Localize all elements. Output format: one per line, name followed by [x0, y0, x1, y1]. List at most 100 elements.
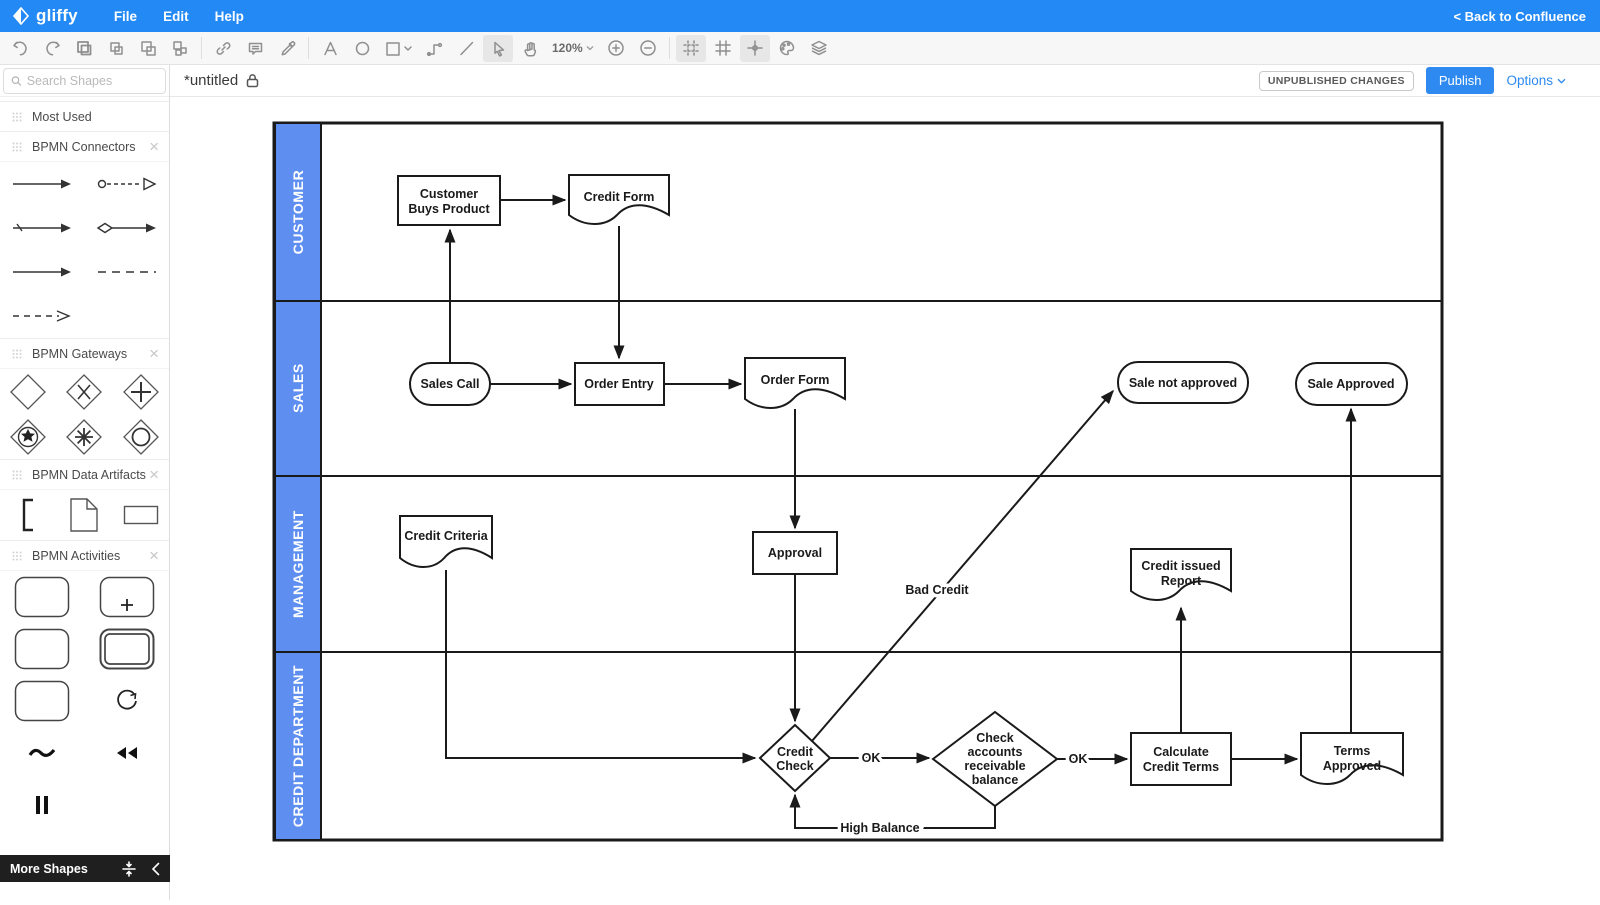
section-bpmn-connectors[interactable]: BPMN Connectors ×	[0, 131, 169, 161]
shape-gateway[interactable]	[8, 372, 48, 412]
link-button[interactable]	[208, 35, 238, 62]
section-most-used[interactable]: Most Used	[0, 101, 169, 131]
shape-parallel-gateway[interactable]	[121, 372, 161, 412]
shape-transaction[interactable]	[99, 628, 155, 670]
ellipse-tool-button[interactable]	[347, 35, 377, 62]
send-to-back-button[interactable]	[165, 35, 195, 62]
grid-button[interactable]	[708, 35, 738, 62]
diagram-canvas[interactable]: CUSTOMER SALES MANAGEMENT CREDIT DEPARTM…	[170, 97, 1600, 900]
snap-to-grid-button[interactable]	[675, 34, 706, 62]
redo-button[interactable]	[37, 35, 67, 62]
shape-task-plain[interactable]	[14, 628, 70, 670]
layers-button[interactable]	[804, 35, 834, 62]
theme-button[interactable]	[772, 35, 802, 62]
pan-tool-button[interactable]	[515, 35, 545, 62]
lane-header-credit-department[interactable]	[274, 651, 322, 841]
shape-default-flow[interactable]	[11, 221, 73, 235]
node-approval[interactable]: Approval	[752, 531, 838, 575]
zoom-level-dropdown[interactable]: 120%	[546, 41, 600, 55]
publish-button[interactable]: Publish	[1425, 67, 1495, 94]
shape-annotation-rect[interactable]	[123, 505, 159, 525]
shape-compensation-marker[interactable]	[115, 746, 139, 760]
shape-complex-gateway-filled[interactable]	[8, 417, 48, 457]
shape-sequence-flow[interactable]	[11, 177, 73, 191]
collapse-panel-icon[interactable]	[151, 862, 160, 876]
search-input[interactable]	[26, 73, 158, 88]
undo-button[interactable]	[5, 35, 35, 62]
edge-label-ok[interactable]: OK	[858, 748, 884, 769]
shape-conditional-flow[interactable]	[96, 220, 158, 236]
close-icon[interactable]: ×	[149, 137, 159, 156]
node-check-accounts[interactable]: Check accounts receivable balance	[931, 710, 1059, 808]
lane-header-sales[interactable]	[274, 300, 322, 477]
node-credit-criteria[interactable]: Credit Criteria	[399, 515, 493, 568]
group-button[interactable]	[69, 35, 99, 62]
close-icon[interactable]: ×	[149, 465, 159, 484]
node-order-entry[interactable]: Order Entry	[574, 362, 665, 406]
edge-credit-criteria-to-credit-check[interactable]	[445, 570, 757, 764]
eyedropper-button[interactable]	[272, 35, 302, 62]
bpmn-diagram: CUSTOMER SALES MANAGEMENT CREDIT DEPARTM…	[272, 121, 1444, 842]
close-icon[interactable]: ×	[149, 344, 159, 363]
ungroup-button[interactable]	[101, 35, 131, 62]
menu-edit[interactable]: Edit	[163, 8, 189, 24]
shape-message-flow[interactable]	[96, 176, 158, 192]
node-calculate-credit-terms[interactable]: Calculate Credit Terms	[1130, 732, 1232, 786]
edge-label-high-balance[interactable]: High Balance	[837, 818, 923, 839]
shape-adhoc-marker[interactable]	[28, 747, 56, 759]
collapse-sections-icon[interactable]	[121, 860, 137, 877]
lane-header-management[interactable]	[274, 475, 322, 653]
document-title[interactable]: *untitled	[184, 72, 239, 89]
menu-file[interactable]: File	[113, 8, 138, 24]
edge-check-accounts-to-credit-check-high-balance[interactable]	[789, 793, 996, 829]
node-terms-approved[interactable]: Terms Approved	[1300, 732, 1404, 785]
more-shapes-bar[interactable]: More Shapes	[0, 855, 170, 882]
node-sales-call[interactable]: Sales Call	[409, 362, 491, 406]
shape-group-bracket[interactable]	[21, 498, 35, 532]
node-customer-buys-product[interactable]: Customer Buys Product	[397, 175, 501, 226]
zoom-in-button[interactable]	[601, 35, 631, 62]
shape-complex-gateway[interactable]	[64, 417, 104, 457]
shape-task[interactable]	[14, 576, 70, 618]
zoom-out-button[interactable]	[633, 35, 663, 62]
node-credit-check[interactable]: Credit Check	[758, 723, 832, 793]
edge-label-ok[interactable]: OK	[1065, 749, 1091, 770]
back-to-confluence-link[interactable]: < Back to Confluence	[1453, 8, 1586, 24]
options-dropdown[interactable]: Options	[1506, 73, 1566, 88]
guides-button[interactable]	[739, 34, 770, 62]
menu-help[interactable]: Help	[214, 8, 244, 24]
shape-directed-line[interactable]	[11, 265, 73, 279]
shape-association[interactable]	[96, 269, 158, 275]
comment-button[interactable]	[240, 35, 270, 62]
node-sale-approved[interactable]: Sale Approved	[1295, 362, 1408, 406]
edge-label-bad-credit[interactable]: Bad Credit	[902, 580, 973, 601]
node-order-form[interactable]: Order Form	[744, 357, 846, 409]
line-tool-button[interactable]	[451, 35, 481, 62]
section-bpmn-data-artifacts[interactable]: BPMN Data Artifacts ×	[0, 459, 169, 489]
bring-to-front-button[interactable]	[133, 35, 163, 62]
shape-directed-association[interactable]	[11, 308, 73, 324]
text-tool-button[interactable]	[315, 35, 345, 62]
shape-loop-marker[interactable]	[114, 688, 140, 714]
svg-text:Credit Terms: Credit Terms	[1143, 760, 1219, 774]
shape-exclusive-gateway[interactable]	[64, 372, 104, 412]
shape-inclusive-gateway[interactable]	[121, 417, 161, 457]
shape-subprocess[interactable]	[99, 576, 155, 618]
node-sale-not-approved[interactable]: Sale not approved	[1117, 361, 1249, 404]
section-bpmn-gateways[interactable]: BPMN Gateways ×	[0, 338, 169, 368]
shape-data-object[interactable]	[69, 497, 99, 533]
gliffy-logo[interactable]: gliffy	[0, 6, 92, 26]
shape-tool-button[interactable]	[379, 35, 417, 62]
select-tool-button[interactable]	[483, 34, 513, 62]
search-box[interactable]	[3, 67, 166, 94]
node-credit-form[interactable]: Credit Form	[568, 174, 670, 225]
shape-call-activity[interactable]	[14, 680, 70, 722]
svg-text:Sale Approved: Sale Approved	[1307, 377, 1394, 391]
pool[interactable]: CUSTOMER SALES MANAGEMENT CREDIT DEPARTM…	[272, 121, 1444, 842]
node-credit-issued-report[interactable]: Credit issued Report	[1130, 548, 1232, 601]
close-icon[interactable]: ×	[149, 546, 159, 565]
edge-credit-check-to-sale-not-approved[interactable]	[811, 389, 1114, 742]
shape-pause-marker[interactable]	[34, 795, 50, 815]
connector-tool-button[interactable]	[419, 35, 449, 62]
section-bpmn-activities[interactable]: BPMN Activities ×	[0, 540, 169, 570]
